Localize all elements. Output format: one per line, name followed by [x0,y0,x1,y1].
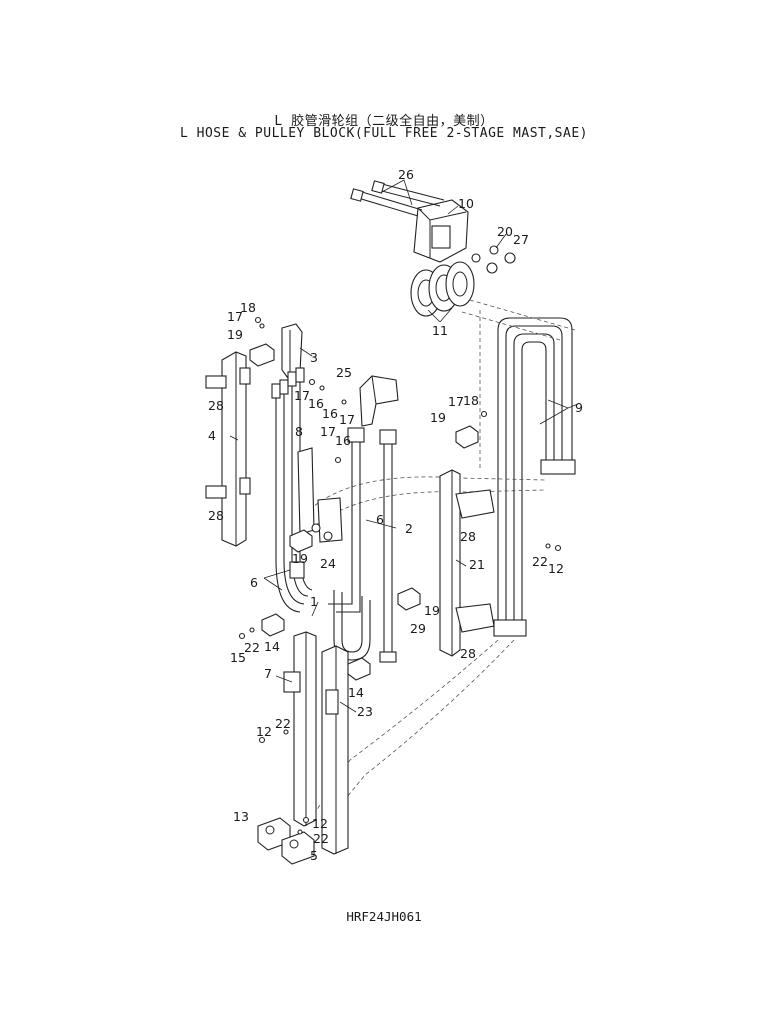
callout-22-left: 22 [244,640,260,655]
left-hose-channel [205,351,251,547]
callout-4: 4 [208,428,216,443]
callout-12-bottom: 12 [312,816,328,831]
pulley-washers-nuts [471,245,516,274]
callout-14-left: 14 [264,639,280,654]
callout-24: 24 [320,556,336,571]
callout-25: 25 [336,365,352,380]
callout-5: 5 [310,848,318,863]
callout-18-right: 18 [463,393,479,408]
callout-14-mid: 14 [348,685,364,700]
drawing-title-chinese: L 胶管滑轮组（二级全自由，美制） [274,114,494,129]
screws-washers [238,378,562,835]
callout-22-bottom: 22 [313,831,329,846]
callout-22-lower: 22 [275,716,291,731]
callout-23: 23 [357,704,373,719]
part-callouts: 26 10 20 27 11 9 18 17 19 3 25 17 16 16 … [208,167,583,863]
callout-6-mid: 6 [376,512,384,527]
hose-clamp-mid [397,587,421,611]
hose-set-2 [328,427,371,661]
callout-15: 15 [230,650,246,665]
callout-16-c: 16 [335,433,351,448]
callout-28-upper-left: 28 [208,398,224,413]
hose-set-6-left [271,367,313,613]
leader-lines [229,179,579,713]
callout-19-mid: 19 [424,603,440,618]
callout-22-right: 22 [532,554,548,569]
callout-17-d: 17 [320,424,336,439]
callout-19-right: 19 [430,410,446,425]
drawing-title-english: L HOSE & PULLEY BLOCK(FULL FREE 2-STAGE … [179,126,588,141]
callout-7: 7 [264,666,272,681]
callout-26: 26 [398,167,414,182]
callout-18-left: 18 [240,300,256,315]
callout-20: 20 [497,224,513,239]
callout-12-right: 12 [548,561,564,576]
callout-28-lower-left: 28 [208,508,224,523]
hose-pulleys [410,261,475,317]
callout-13: 13 [233,809,249,824]
callout-17-b: 17 [294,388,310,403]
callout-19-top-left: 19 [227,327,243,342]
hose-29 [379,429,397,663]
callout-3: 3 [310,350,318,365]
callout-10: 10 [458,196,474,211]
callout-2: 2 [405,521,413,536]
callout-12-lower: 12 [256,724,272,739]
pulley-bracket [413,199,469,263]
callout-11: 11 [432,323,448,338]
callout-29: 29 [410,621,426,636]
callout-27: 27 [513,232,529,247]
callout-17-left: 17 [227,309,243,324]
pulley-bolts [350,180,445,217]
bottom-hose-blocks [257,817,315,865]
hose-clamp-right [455,410,488,449]
hose-clamp-14 [261,613,371,681]
hose-clamp-mid-left [289,529,313,553]
long-hoses [493,317,576,637]
fittings-8-24 [297,447,343,543]
lower-hose-channel-7 [283,631,317,827]
callout-28-right-upper: 28 [460,529,476,544]
callout-21: 21 [469,557,485,572]
callout-28-right-lower: 28 [460,646,476,661]
callout-9: 9 [575,400,583,415]
drawing-code: HRF24JH061 [346,909,422,924]
right-hose-channel [439,469,495,657]
lower-hose-channel-23 [321,645,349,855]
callout-16-a: 16 [308,396,324,411]
callout-19-mid-left: 19 [292,551,308,566]
hose-clamp-top-left [249,316,275,367]
callout-16-b: 16 [322,406,338,421]
callout-8: 8 [295,424,303,439]
callout-1: 1 [310,594,318,609]
hose-bracket-25 [359,375,399,427]
callout-6-left: 6 [250,575,258,590]
callout-17-c: 17 [339,412,355,427]
callout-17-right: 17 [448,394,464,409]
